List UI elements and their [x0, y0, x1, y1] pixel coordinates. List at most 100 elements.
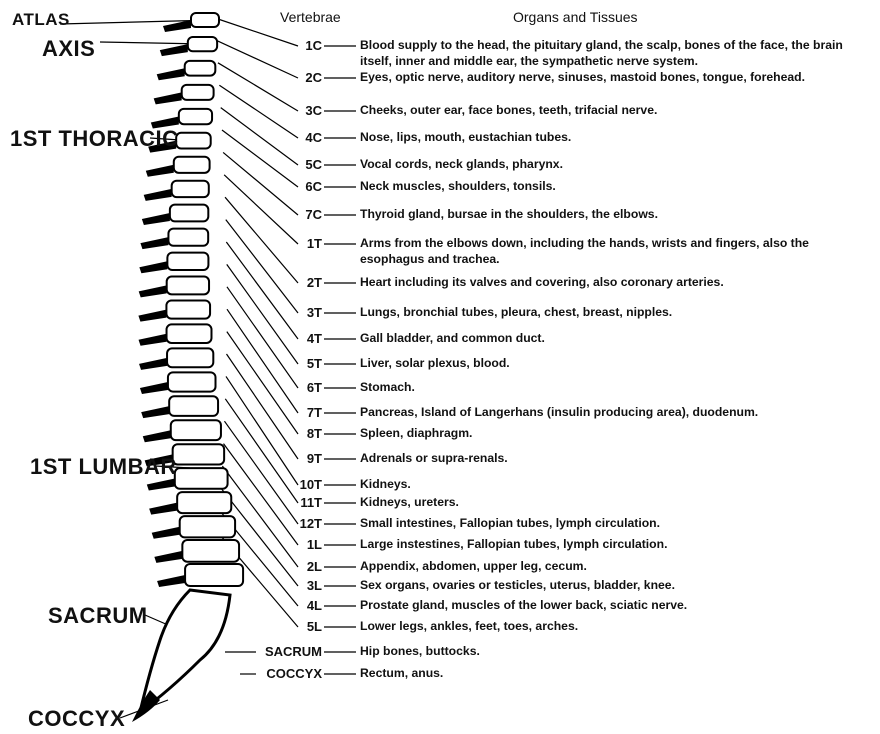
vertebra-code: 3C [260, 103, 322, 118]
organ-description: Adrenals or supra-renals. [360, 451, 870, 467]
vertebra-code: 1C [260, 38, 322, 53]
organ-description: Neck muscles, shoulders, tonsils. [360, 179, 870, 195]
vertebra-body [174, 157, 210, 173]
vertebra-process [157, 575, 185, 587]
vertebra-body [180, 516, 235, 537]
organ-description: Small intestines, Fallopian tubes, lymph… [360, 516, 870, 532]
vertebra-code: 1L [260, 537, 322, 552]
vertebra-process [160, 44, 188, 56]
spine-illustration [132, 13, 243, 722]
vertebra-code: SACRUM [232, 644, 322, 659]
vertebra-body [168, 229, 208, 246]
vertebra-code: 6T [260, 380, 322, 395]
vertebra-process [140, 382, 168, 394]
vertebra-process [138, 310, 166, 322]
vertebra-body [177, 492, 231, 513]
organ-description: Lungs, bronchial tubes, pleura, chest, b… [360, 305, 870, 321]
vertebra-code: 6C [260, 179, 322, 194]
vertebra-process [146, 165, 174, 177]
organ-description: Liver, solar plexus, blood. [360, 356, 870, 372]
organ-description: Kidneys. [360, 477, 870, 493]
vertebra-body [185, 61, 216, 76]
organ-description: Arms from the elbows down, including the… [360, 236, 870, 267]
vertebra-body [176, 133, 211, 149]
vertebra-process [143, 430, 171, 442]
vertebra-process [139, 285, 167, 297]
vertebra-body [175, 468, 228, 489]
organ-description: Gall bladder, and common duct. [360, 331, 870, 347]
vertebra-process [139, 334, 167, 346]
organ-description: Large instestines, Fallopian tubes, lymp… [360, 537, 870, 553]
vertebra-body [179, 109, 212, 124]
vertebra-body [166, 300, 210, 318]
label-axis: AXIS [42, 36, 95, 62]
label-sacrum: SACRUM [48, 603, 148, 629]
vertebra-code: 4T [260, 331, 322, 346]
label-lumbar: 1ST LUMBAR [30, 454, 177, 480]
organ-description: Sex organs, ovaries or testicles, uterus… [360, 578, 870, 594]
organ-description: Nose, lips, mouth, eustachian tubes. [360, 130, 870, 146]
organ-description: Blood supply to the head, the pituitary … [360, 38, 870, 69]
organ-description: Spleen, diaphragm. [360, 426, 870, 442]
vertebra-code: 5T [260, 356, 322, 371]
vertebra-process [152, 527, 180, 539]
vertebra-process [141, 406, 169, 418]
vertebra-process [140, 237, 168, 249]
vertebra-process [154, 92, 182, 104]
organ-description: Thyroid gland, bursae in the shoulders, … [360, 207, 870, 223]
vertebra-code: 4L [260, 598, 322, 613]
vertebra-body [171, 420, 221, 440]
vertebra-body [169, 396, 218, 416]
organ-description: Heart including its valves and covering,… [360, 275, 870, 291]
organ-description: Cheeks, outer ear, face bones, teeth, tr… [360, 103, 870, 119]
vertebra-process [157, 68, 185, 80]
organ-description: Eyes, optic nerve, auditory nerve, sinus… [360, 70, 870, 86]
vertebra-body [167, 253, 208, 270]
vertebra-code: 12T [260, 516, 322, 531]
organ-description: Lower legs, ankles, feet, toes, arches. [360, 619, 870, 635]
organ-description: Stomach. [360, 380, 870, 396]
organ-description: Hip bones, buttocks. [360, 644, 870, 660]
vertebra-process [149, 503, 177, 515]
vertebra-body [172, 181, 209, 197]
vertebra-code: 2T [260, 275, 322, 290]
vertebra-body [191, 13, 219, 27]
vertebra-body [167, 324, 212, 343]
vertebra-process [144, 189, 172, 201]
label-pointer [145, 615, 168, 625]
organ-description: Prostate gland, muscles of the lower bac… [360, 598, 870, 614]
vertebra-process [139, 261, 167, 273]
label-atlas: ATLAS [12, 10, 70, 30]
vertebra-code: 4C [260, 130, 322, 145]
vertebra-body [168, 372, 216, 391]
vertebra-code: 1T [260, 236, 322, 251]
vertebra-body [167, 348, 213, 367]
vertebra-body [182, 85, 214, 100]
vertebra-code: 7C [260, 207, 322, 222]
vertebra-code: 5C [260, 157, 322, 172]
organ-description: Pancreas, Island of Langerhans (insulin … [360, 405, 870, 421]
organ-description: Kidneys, ureters. [360, 495, 870, 511]
vertebra-body [185, 564, 243, 586]
vertebra-code: 8T [260, 426, 322, 441]
vertebra-code: COCCYX [232, 666, 322, 681]
vertebra-code: 3L [260, 578, 322, 593]
vertebra-code: 11T [260, 495, 322, 510]
label-thoracic: 1ST THORACIC [10, 126, 179, 152]
vertebra-body [182, 540, 239, 562]
vertebra-body [173, 444, 224, 464]
vertebra-process [142, 213, 170, 225]
vertebra-code: 2C [260, 70, 322, 85]
organ-description: Vocal cords, neck glands, pharynx. [360, 157, 870, 173]
vertebra-process [154, 551, 182, 563]
vertebra-code: 9T [260, 451, 322, 466]
vertebra-code: 5L [260, 619, 322, 634]
vertebra-body [170, 205, 208, 222]
vertebra-code: 2L [260, 559, 322, 574]
vertebra-body [188, 37, 217, 51]
vertebra-process [147, 478, 175, 490]
vertebra-body [167, 277, 209, 295]
vertebra-code: 3T [260, 305, 322, 320]
organ-description: Rectum, anus. [360, 666, 870, 682]
vertebra-process [139, 358, 167, 370]
